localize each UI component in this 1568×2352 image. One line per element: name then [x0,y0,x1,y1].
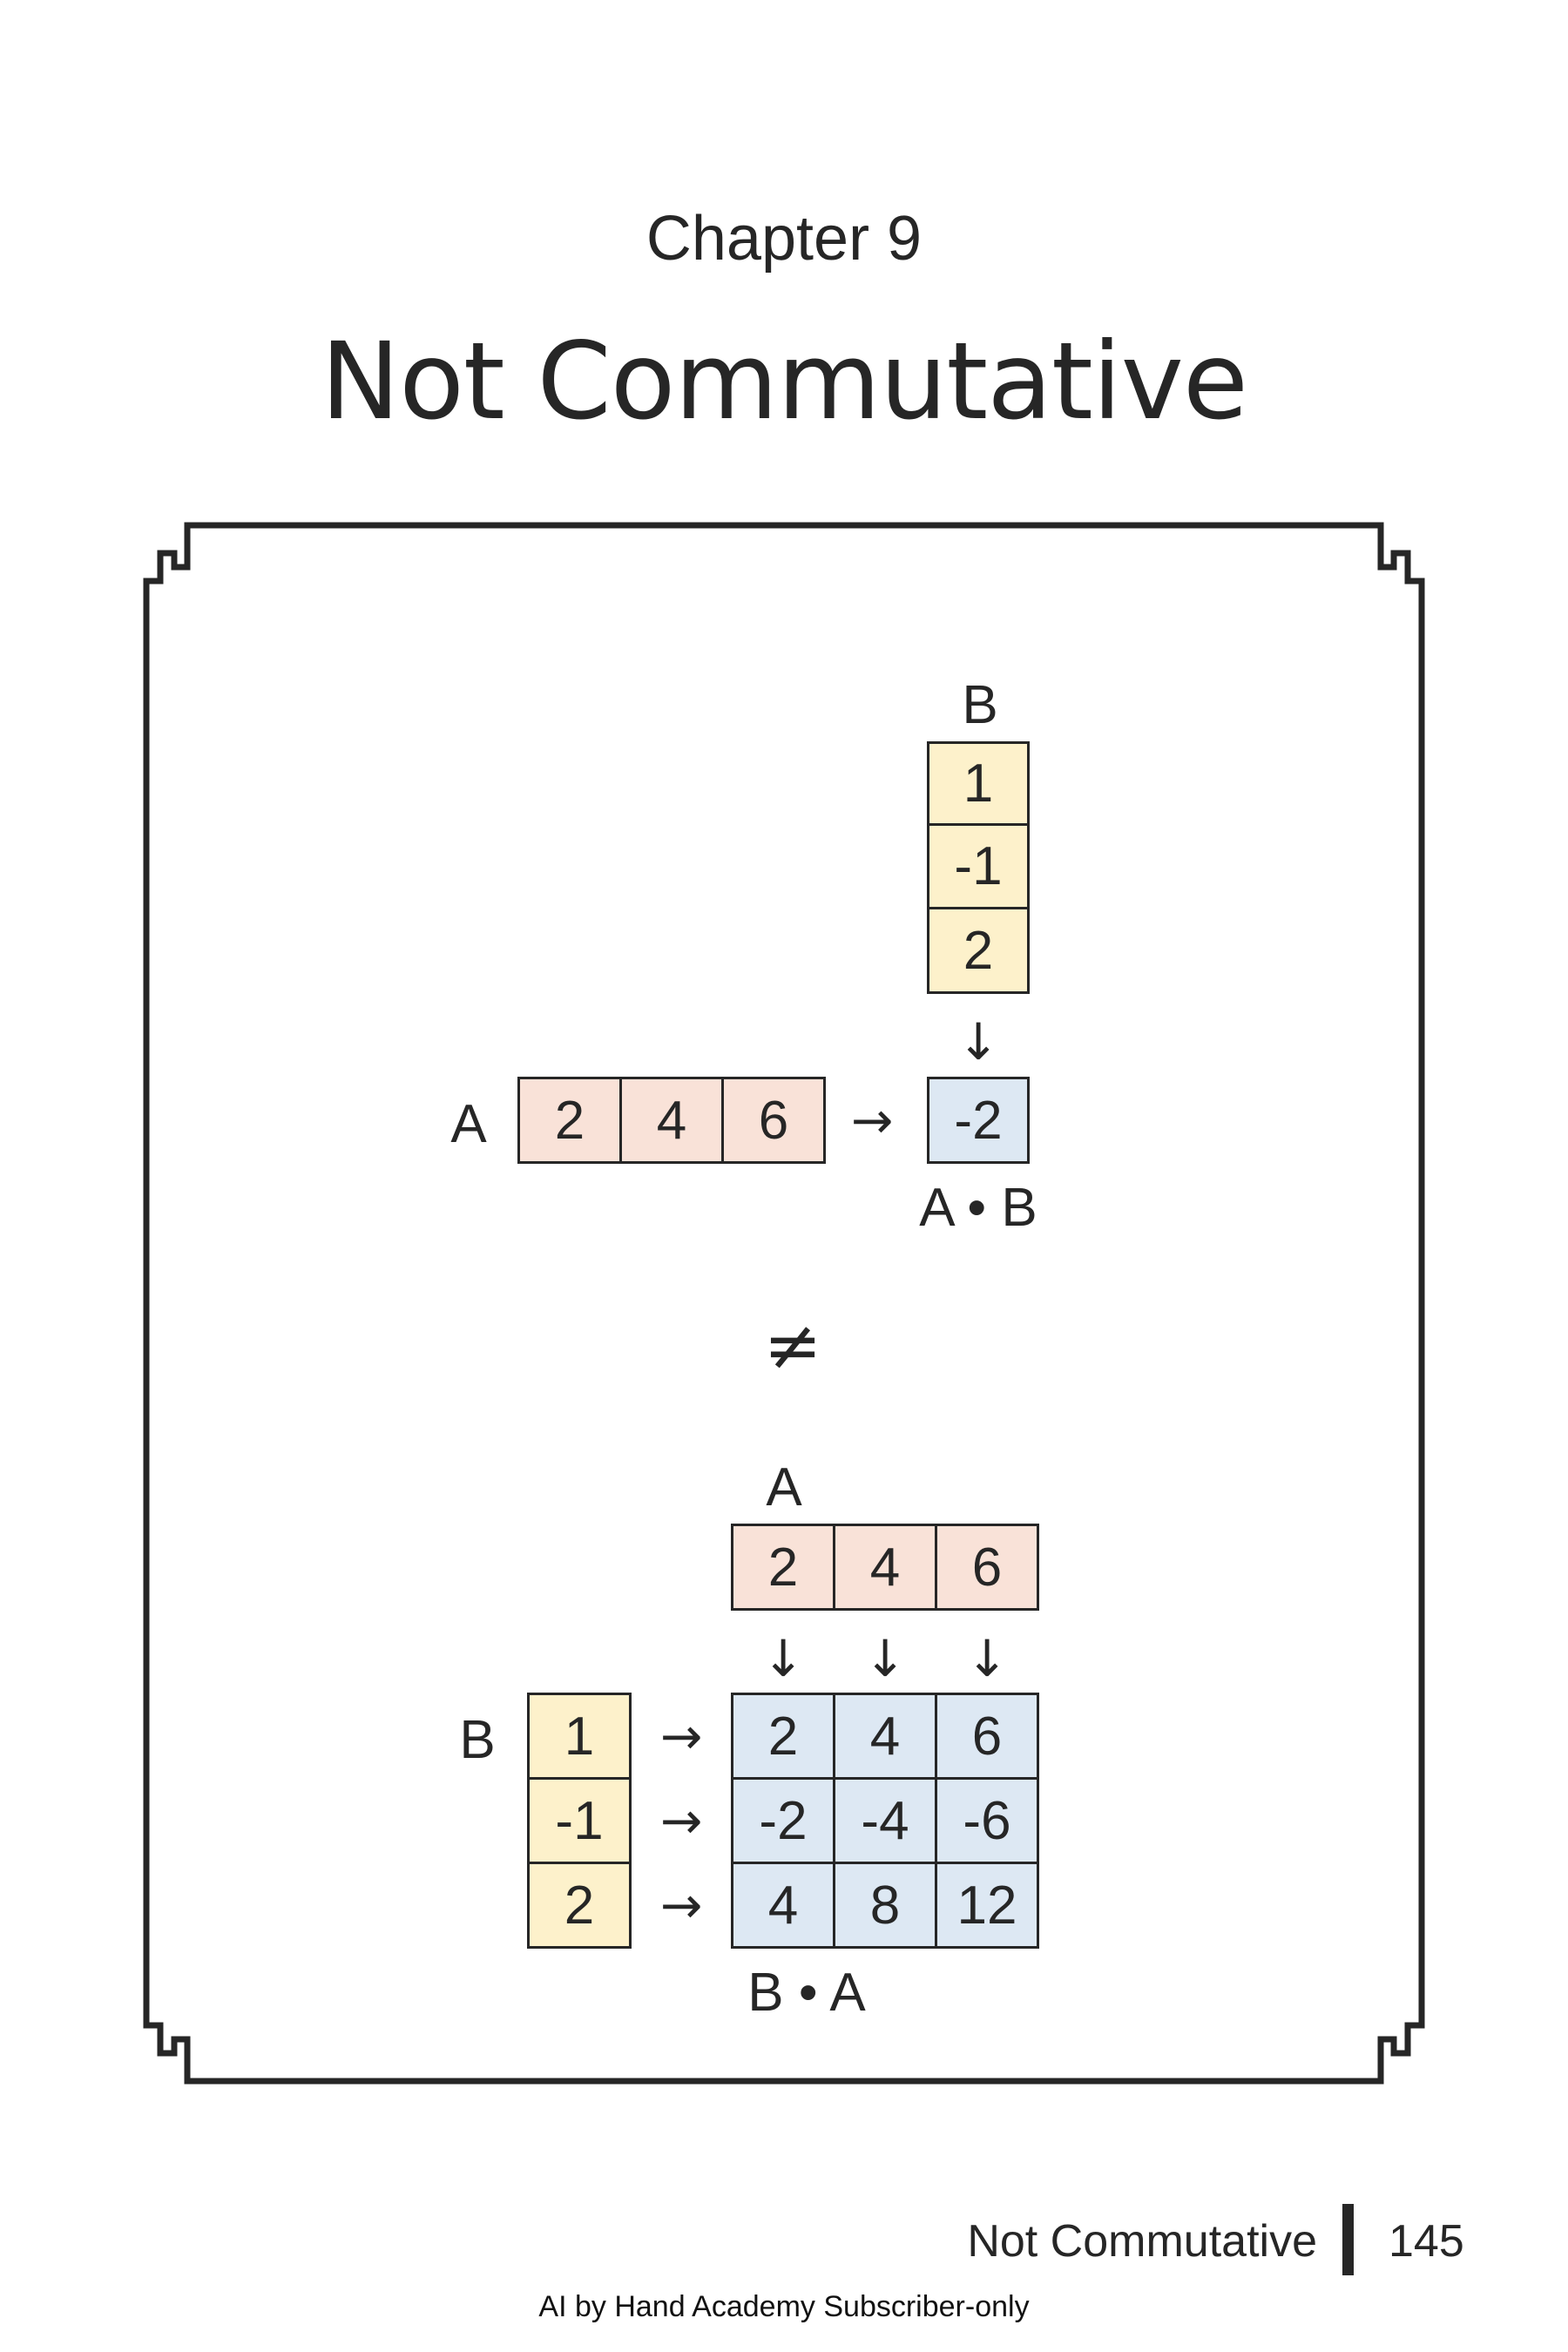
top-a-cell: 2 [517,1077,622,1164]
top-a-label: A [450,1094,487,1154]
right-arrow-icon: → [659,1707,703,1766]
page-number: 145 [1389,2216,1464,2267]
down-arrow-icon: ↓ [965,1629,1009,1688]
bottom-result-cell: 8 [833,1862,937,1949]
bottom-b-cell: 2 [527,1862,632,1949]
down-arrow-icon: ↓ [761,1629,805,1688]
running-title: Not Commutative [967,2216,1317,2267]
subscriber-notice: AI by Hand Academy Subscriber-only [538,2290,1030,2323]
bottom-result-cell: -6 [935,1777,1039,1864]
bottom-result-cell: -4 [833,1777,937,1864]
bottom-result-cell: -2 [731,1777,835,1864]
right-arrow-icon: → [659,1876,703,1935]
chapter-label: Chapter 9 [645,204,923,274]
bottom-result-cell: 4 [833,1693,937,1780]
right-arrow-icon: → [850,1091,894,1150]
down-arrow-icon: ↓ [863,1629,907,1688]
not-equal-icon: ≠ [763,1305,822,1386]
bottom-b-cell: -1 [527,1777,632,1864]
top-result-label: A • B [919,1178,1037,1238]
footer-divider [1342,2204,1354,2275]
bottom-b-cell: 1 [527,1693,632,1780]
top-result-cell: -2 [927,1077,1030,1164]
top-b-cell: 2 [927,907,1030,994]
bottom-a-cell: 2 [731,1524,835,1611]
bottom-b-label: B [459,1710,496,1770]
top-b-cell: 1 [927,741,1030,826]
down-arrow-icon: ↓ [956,1012,1000,1071]
top-a-cell: 6 [721,1077,826,1164]
bottom-result-cell: 12 [935,1862,1039,1949]
bottom-result-cell: 4 [731,1862,835,1949]
top-b-cell: -1 [927,823,1030,909]
right-arrow-icon: → [659,1791,703,1850]
bottom-a-cell: 4 [833,1524,937,1611]
bottom-result-cell: 6 [935,1693,1039,1780]
chapter-title: Not Commutative [321,320,1248,443]
bottom-a-label: A [766,1457,802,1517]
bottom-result-label: B • A [747,1963,866,2023]
bottom-a-cell: 6 [935,1524,1039,1611]
top-b-label: B [962,675,998,735]
bottom-result-cell: 2 [731,1693,835,1780]
top-a-cell: 4 [619,1077,724,1164]
